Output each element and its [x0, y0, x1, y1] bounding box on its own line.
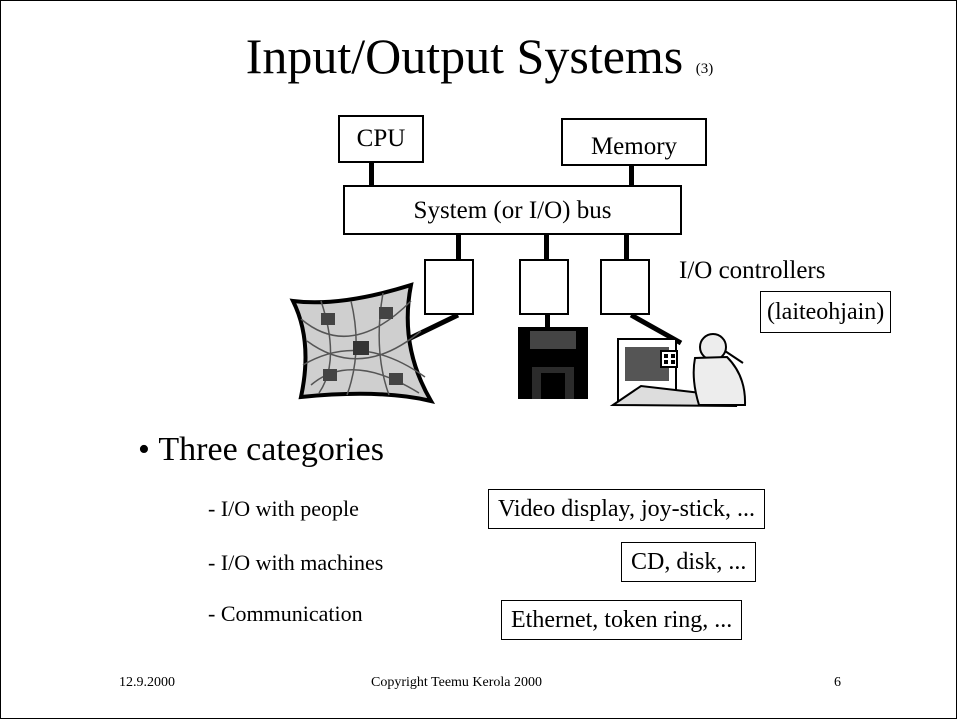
io-controllers-translation: (laiteohjain)	[760, 291, 892, 333]
category-communication: - Communication	[208, 601, 363, 626]
io-controllers-label: I/O controllers	[679, 257, 826, 284]
footer-page-number: 6	[834, 675, 841, 690]
memory-box: Memory	[561, 118, 707, 166]
bullet-dot: •	[138, 431, 159, 468]
title-main: Input/Output Systems	[245, 28, 684, 84]
examples-communication: Ethernet, token ring, ...	[501, 600, 743, 640]
slide-title: Input/Output Systems (3)	[1, 31, 957, 81]
examples-machines: CD, disk, ...	[621, 542, 757, 582]
footer-date: 12.9.2000	[119, 675, 175, 690]
footer-copyright: Copyright Teemu Kerola 2000	[371, 675, 543, 690]
memory-label: Memory	[590, 133, 678, 160]
bullet-three-categories: • Three categories	[138, 431, 384, 469]
bullet-text: Three categories	[158, 431, 384, 468]
floppy-disk-icon	[518, 327, 588, 399]
disk-link	[545, 315, 550, 329]
bus-link-3	[624, 235, 629, 259]
io-controller-3	[600, 259, 650, 315]
io-controller-1	[424, 259, 474, 315]
cpu-label: CPU	[356, 125, 406, 152]
terminal-user-icon	[609, 333, 747, 407]
cpu-box: CPU	[338, 115, 424, 163]
category-machines: - I/O with machines	[208, 550, 384, 575]
io-controller-2	[519, 259, 569, 315]
network-icon	[289, 282, 436, 405]
examples-people: Video display, joy-stick, ...	[488, 489, 765, 529]
bus-link-2	[544, 235, 549, 259]
category-people: - I/O with people	[208, 496, 359, 521]
system-bus-box: System (or I/O) bus	[343, 185, 682, 235]
bus-link-1	[456, 235, 461, 259]
system-bus-label: System (or I/O) bus	[413, 197, 612, 224]
title-suffix: (3)	[695, 61, 714, 77]
